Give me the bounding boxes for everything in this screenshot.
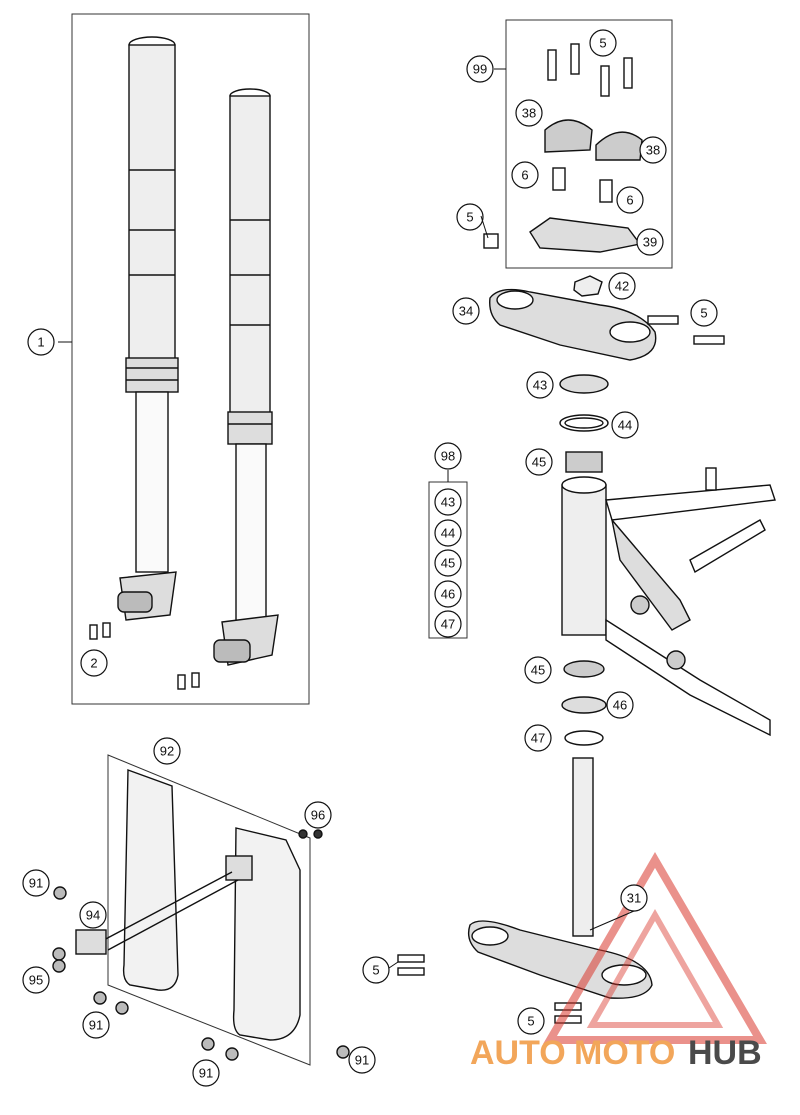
callout-91-right: 91 [355,1053,369,1068]
callout-34: 34 [459,304,473,319]
frame-section [561,467,776,737]
callout-42: 42 [615,279,629,294]
clamp-kit-frame [505,19,673,269]
callout-45-upper: 45 [532,455,546,470]
callout-5-bottom: 5 [527,1014,534,1029]
bolt-pair-2 [89,622,200,690]
callout-5-upper-clamp: 5 [700,306,707,321]
callout-43: 43 [533,378,547,393]
upper-triple-clamp [489,275,725,361]
callout-39: 39 [643,235,657,250]
kit-item-44: 44 [441,526,455,541]
kit-item-46: 46 [441,587,455,602]
callout-5-lower-clamp: 5 [372,963,379,978]
callout-94: 94 [86,908,100,923]
lower-triple-clamp [397,757,653,1024]
kit-item-45: 45 [441,556,455,571]
callout-92: 92 [160,744,174,759]
callout-46: 46 [613,698,627,713]
clamp-kit [483,19,673,269]
callout-44: 44 [618,418,632,433]
watermark-hub: HUB [688,1034,762,1072]
callout-6-left: 6 [521,168,528,183]
callout-47: 47 [531,731,545,746]
watermark-logo: AUTO MOTO HUB [470,852,767,1072]
callout-1: 1 [37,335,44,350]
callout-45-lower: 45 [531,663,545,678]
callout-98: 98 [441,449,455,464]
fork-guards [52,754,350,1066]
fork-group-frame [71,13,310,705]
callout-96: 96 [311,808,325,823]
callout-6-right: 6 [626,193,633,208]
callout-99: 99 [473,62,487,77]
fork-guard-frame [107,754,311,1066]
callout-91-bottom: 91 [199,1066,213,1081]
bearing-stack [559,374,609,746]
callout-91-top: 91 [29,876,43,891]
fork-assembly [71,13,310,705]
kit-item-43: 43 [441,495,455,510]
callout-38-right: 38 [646,143,660,158]
callout-leaders [388,215,635,969]
callout-5-top: 5 [599,36,606,51]
watermark-auto: AUTO [470,1034,566,1072]
callout-38-left: 38 [522,106,536,121]
kit-item-47: 47 [441,617,455,632]
callout-95: 95 [29,973,43,988]
callout-5-clamp: 5 [466,210,473,225]
callout-2: 2 [90,656,97,671]
callout-31: 31 [627,891,641,906]
callout-91-left: 91 [89,1018,103,1033]
callouts [22,29,718,1087]
watermark-moto: MOTO [574,1034,675,1072]
